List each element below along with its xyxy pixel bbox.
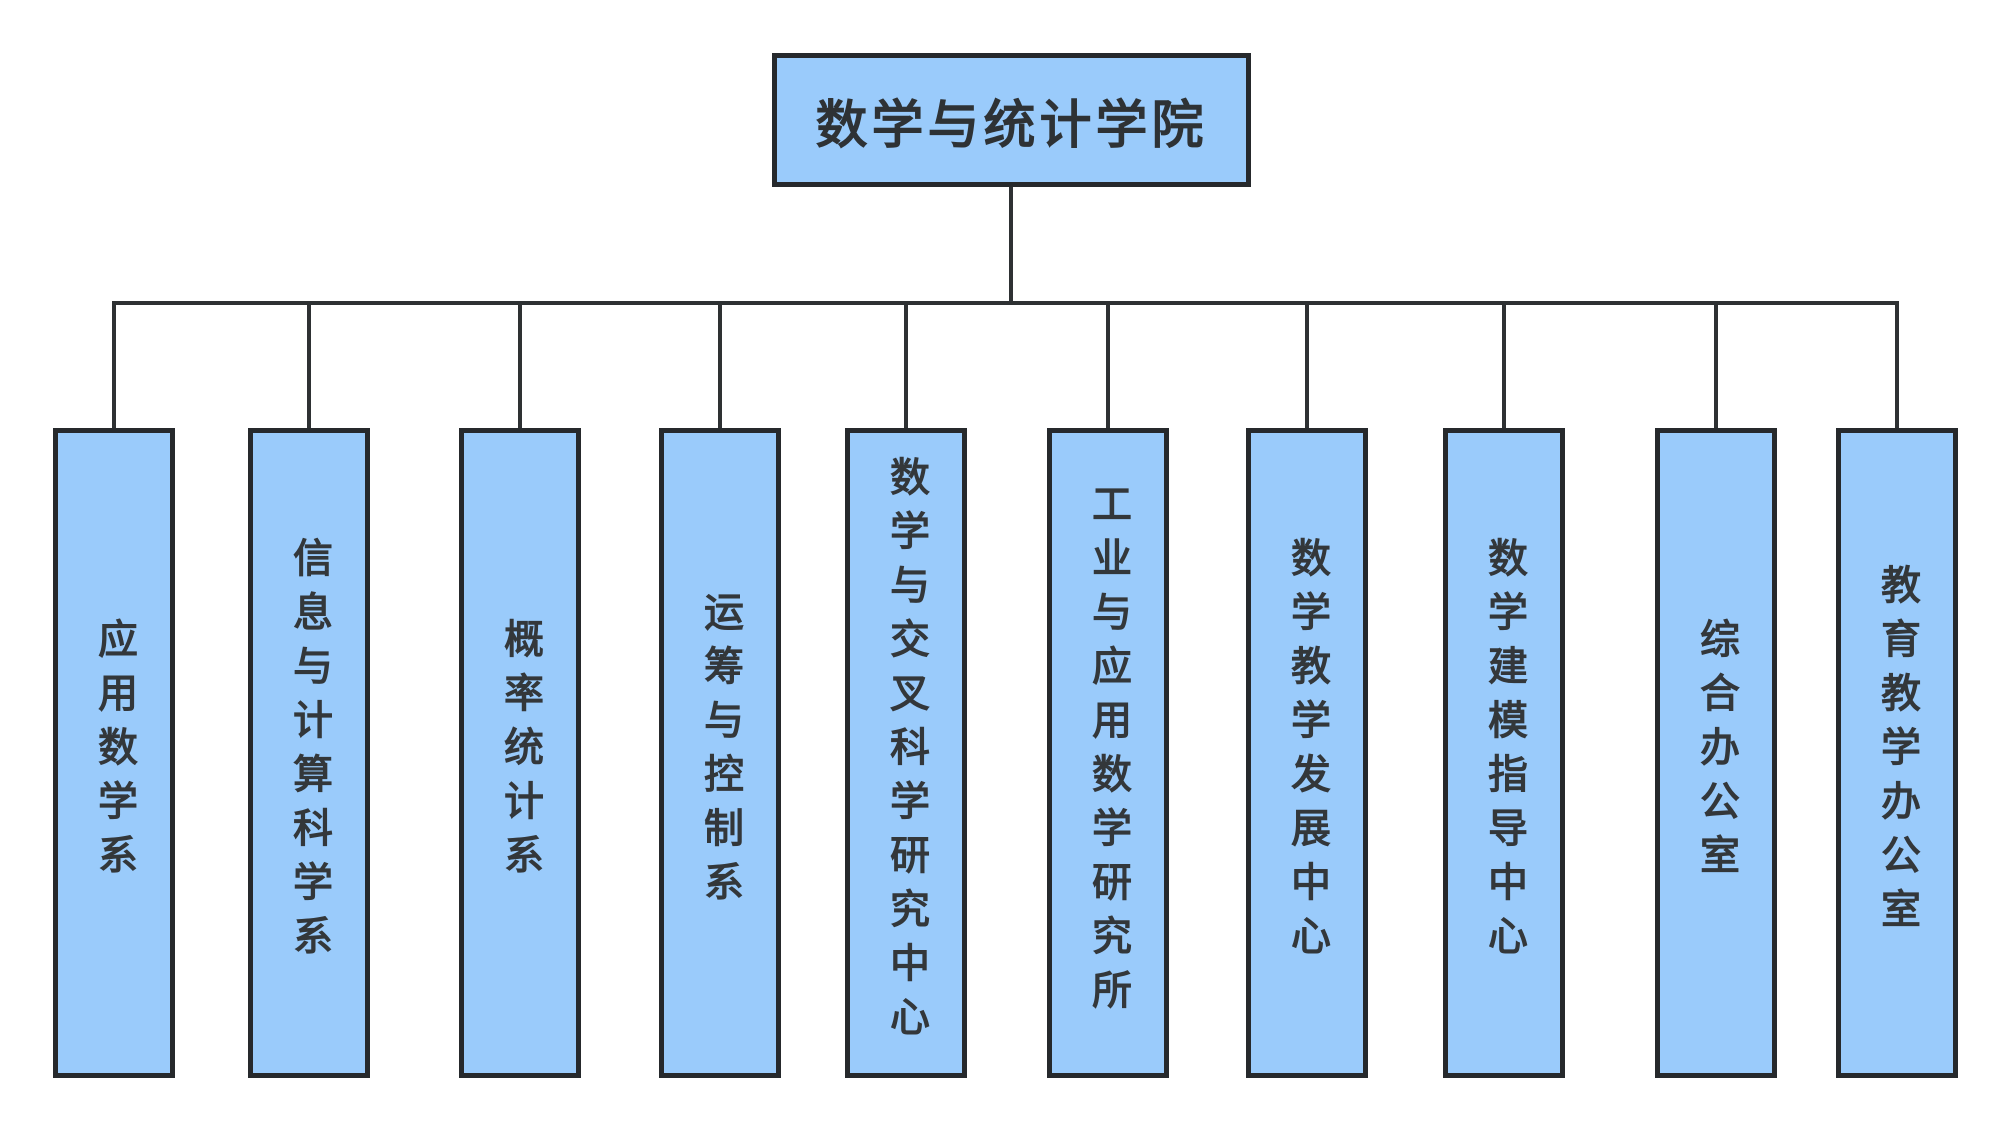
- connector-drop-5: [904, 303, 908, 430]
- dept-node-label: 工业与应用数学研究所: [1085, 483, 1131, 1023]
- connector-drop-9: [1714, 303, 1718, 430]
- dept-node-general-office: 综合办公室: [1655, 428, 1777, 1078]
- dept-node-math-interdisciplinary-center: 数学与交叉科学研究中心: [845, 428, 967, 1078]
- dept-node-label: 应用数学系: [91, 618, 137, 888]
- dept-node-label: 综合办公室: [1693, 618, 1739, 888]
- root-node-school: 数学与统计学院: [772, 53, 1251, 187]
- dept-node-probability-statistics: 概率统计系: [459, 428, 581, 1078]
- connector-drop-8: [1502, 303, 1506, 430]
- dept-node-applied-math: 应用数学系: [53, 428, 175, 1078]
- dept-node-label: 数学教学发展中心: [1284, 537, 1330, 969]
- dept-node-label: 教育教学办公室: [1874, 564, 1920, 942]
- connector-drop-6: [1106, 303, 1110, 430]
- dept-node-label: 运筹与控制系: [697, 591, 743, 915]
- connector-drop-7: [1305, 303, 1309, 430]
- dept-node-education-teaching-office: 教育教学办公室: [1836, 428, 1958, 1078]
- dept-node-modeling-guidance-center: 数学建模指导中心: [1443, 428, 1565, 1078]
- connector-drop-3: [518, 303, 522, 430]
- connector-root-stem: [1009, 187, 1013, 305]
- dept-node-info-computing-science: 信息与计算科学系: [248, 428, 370, 1078]
- dept-node-label: 概率统计系: [497, 618, 543, 888]
- connector-drop-2: [307, 303, 311, 430]
- connector-drop-10: [1895, 303, 1899, 430]
- connector-drop-1: [112, 303, 116, 430]
- dept-node-industrial-applied-math-institute: 工业与应用数学研究所: [1047, 428, 1169, 1078]
- dept-node-operations-control: 运筹与控制系: [659, 428, 781, 1078]
- dept-node-label: 数学与交叉科学研究中心: [883, 456, 929, 1050]
- connector-horizontal-bar: [112, 301, 1899, 305]
- dept-node-teaching-development-center: 数学教学发展中心: [1246, 428, 1368, 1078]
- dept-node-label: 数学建模指导中心: [1481, 537, 1527, 969]
- dept-node-label: 信息与计算科学系: [286, 537, 332, 969]
- root-node-label: 数学与统计学院: [815, 95, 1208, 156]
- connector-drop-4: [718, 303, 722, 430]
